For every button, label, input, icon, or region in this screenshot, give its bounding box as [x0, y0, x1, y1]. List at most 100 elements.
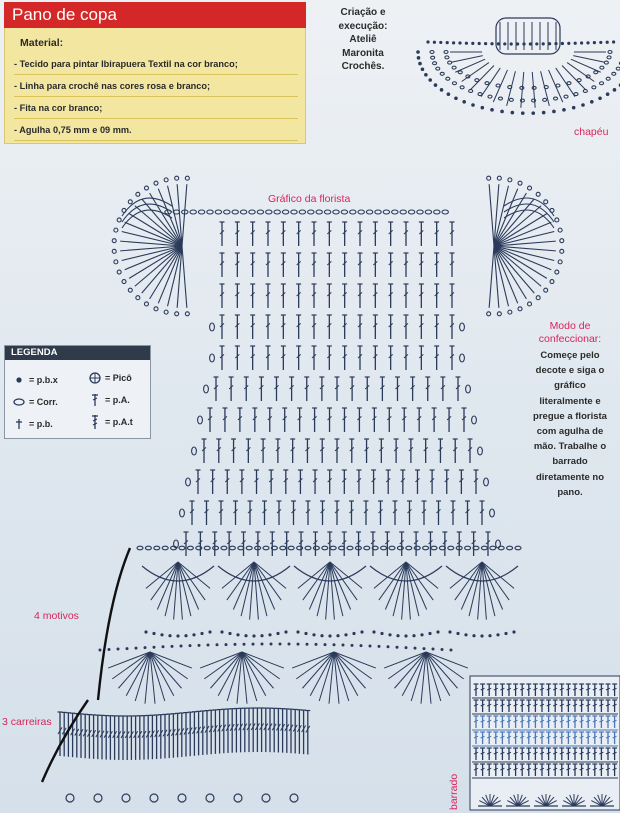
stitch-mark — [265, 323, 271, 328]
stitch-mark — [222, 416, 228, 421]
credits-line: Ateliê — [349, 34, 377, 45]
material-header: Pano de copa — [4, 2, 306, 28]
chain-mark — [438, 545, 446, 551]
stitch-mark — [506, 703, 512, 707]
dot-mark — [206, 643, 210, 647]
hat-chart — [416, 17, 620, 115]
stitch-mark — [70, 728, 76, 736]
stitch-mark — [572, 703, 578, 707]
stitch-mark — [207, 416, 213, 421]
stitch-mark — [513, 719, 518, 723]
chain-mark — [543, 287, 549, 293]
stitch-mark — [579, 735, 584, 739]
stitch-mark — [517, 800, 529, 807]
chain-mark — [178, 545, 186, 551]
dot-mark — [269, 642, 273, 646]
stitch-mark — [157, 245, 183, 304]
stitch-mark — [572, 687, 578, 691]
credits-line: Criação e — [340, 7, 386, 18]
dot-mark — [251, 642, 255, 646]
chain-mark — [135, 295, 141, 301]
stitch-mark — [444, 478, 450, 483]
chain-mark — [186, 545, 194, 551]
stitch-mark — [471, 540, 476, 545]
dot-mark — [512, 630, 516, 634]
dot-mark — [422, 647, 426, 651]
stitch-mark — [519, 703, 525, 707]
stitch-mark — [500, 687, 505, 691]
stitch-mark — [403, 323, 409, 328]
stitch-mark — [219, 292, 225, 297]
stitch-mark — [234, 261, 240, 266]
stitch-mark — [242, 723, 248, 731]
stitch-mark — [107, 651, 151, 669]
chain-mark — [543, 199, 549, 205]
stitch-mark — [579, 703, 584, 707]
chain-mark — [531, 98, 537, 103]
stitch-mark — [254, 478, 259, 483]
stitch-mark — [342, 261, 348, 266]
stitch-mark — [74, 728, 80, 736]
dot-mark — [433, 83, 438, 87]
dot-mark — [449, 648, 453, 652]
stitch-mark — [546, 687, 551, 691]
stitch-mark — [500, 735, 505, 739]
chain-mark — [573, 92, 579, 97]
stitch-mark — [559, 751, 565, 755]
stitch-mark — [597, 794, 603, 807]
border-frame — [469, 675, 620, 811]
chain-mark — [228, 545, 236, 551]
stitch-mark — [333, 651, 377, 669]
dot-mark — [388, 633, 392, 637]
stitch-mark — [434, 323, 440, 328]
stitch-mark — [250, 323, 256, 328]
stitch-mark — [506, 751, 512, 755]
stitch-mark — [356, 540, 361, 545]
stitch-mark — [493, 245, 542, 287]
chain-mark — [554, 217, 560, 223]
stitch-mark — [177, 561, 211, 589]
stitch-mark — [599, 719, 604, 723]
stitch-mark — [493, 767, 499, 771]
chain-mark — [554, 269, 560, 275]
stitch-mark — [486, 767, 492, 771]
stitch-mark — [493, 198, 535, 247]
stitch-mark — [585, 735, 591, 739]
stitch-mark — [493, 245, 552, 271]
legend-label: = p.A.t — [105, 417, 133, 427]
dot-mark — [352, 631, 356, 636]
stitch-mark — [128, 245, 183, 279]
chain-mark — [489, 508, 495, 518]
material-title: Material: — [20, 37, 64, 49]
dot-mark — [276, 631, 280, 636]
chain-mark — [116, 269, 122, 275]
stitch-mark — [405, 561, 434, 601]
chain-mark — [173, 539, 179, 549]
chain-mark — [487, 94, 493, 99]
stitch-mark — [480, 719, 485, 723]
stitch-mark — [269, 540, 275, 545]
stitch-mark — [403, 230, 409, 235]
stitch-mark — [267, 723, 273, 731]
dot-mark — [586, 41, 590, 45]
stitch-mark — [592, 735, 598, 739]
stitch-mark — [493, 185, 510, 247]
dot-mark — [116, 647, 120, 651]
chain-mark — [526, 185, 533, 191]
chain-mark — [307, 209, 315, 215]
stitch-mark — [311, 323, 317, 328]
dot-mark — [416, 50, 420, 54]
stitch-mark — [311, 354, 317, 359]
stitch-mark — [425, 651, 451, 696]
stitch-mark — [566, 751, 571, 755]
stitch-mark — [308, 561, 331, 610]
dot-mark — [168, 634, 172, 638]
stitch-mark — [517, 796, 527, 807]
chain-mark — [179, 508, 185, 518]
chain-mark — [304, 545, 312, 551]
dot-mark — [228, 631, 232, 636]
stitch-mark — [539, 735, 545, 739]
stitch-mark — [116, 731, 122, 739]
dot-mark — [208, 630, 212, 634]
dot-mark — [541, 110, 546, 115]
